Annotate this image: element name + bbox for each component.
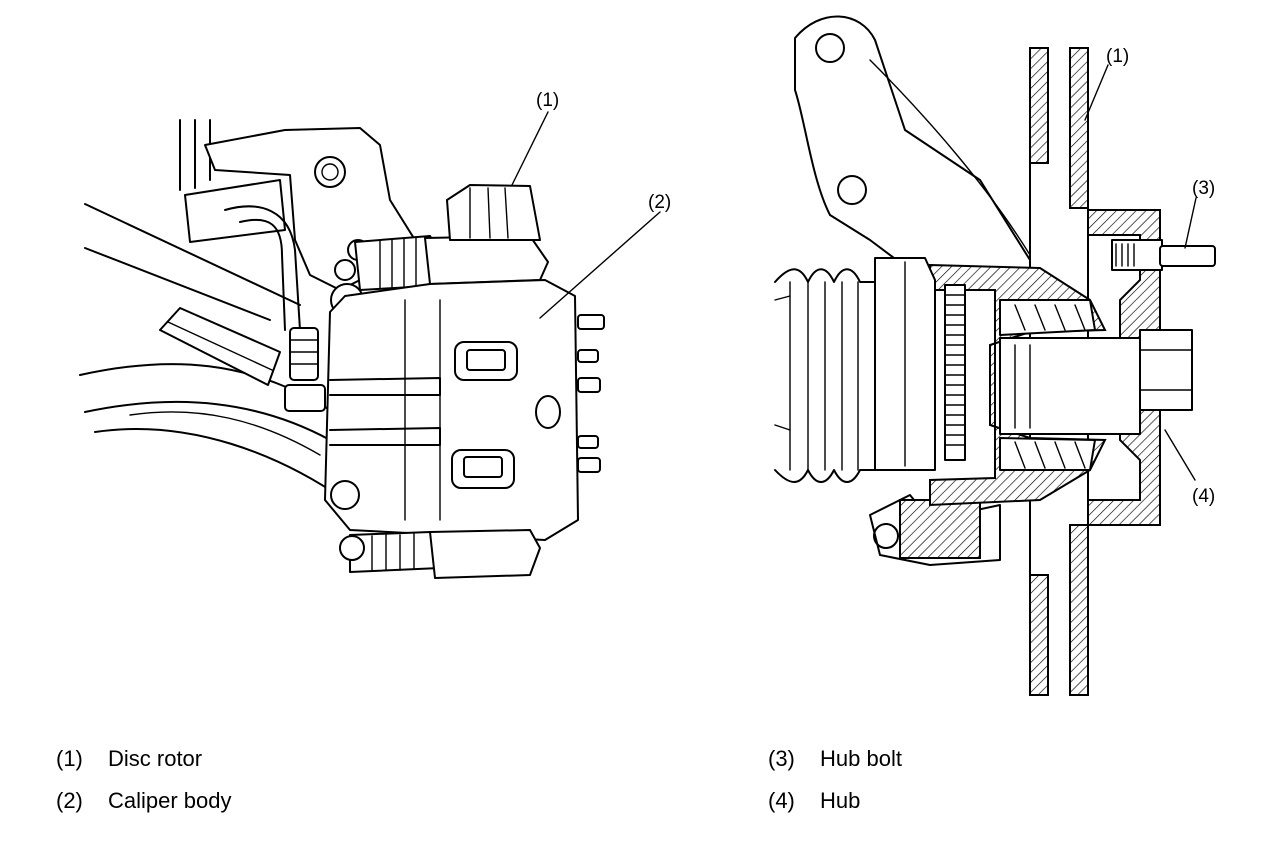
callout-left-1: (1) (536, 90, 559, 111)
legend-label: Caliper body (108, 788, 232, 813)
callout-left-2: (2) (648, 192, 671, 213)
callout-right-4: (4) (1192, 486, 1215, 507)
legend-number: (2) (56, 788, 83, 813)
callout-right-1: (1) (1106, 46, 1129, 67)
caliper-assembly-illustration: (1) (2) (79, 90, 671, 579)
brake-hub-diagram: (1) (2) (79, 15, 1216, 696)
legend-number: (3) (768, 746, 795, 771)
callout-right-3: (3) (1192, 178, 1215, 199)
legend-number: (1) (56, 746, 83, 771)
legend-label: Hub bolt (820, 746, 902, 771)
legend-label: Disc rotor (108, 746, 203, 771)
legend-label: Hub (820, 788, 861, 813)
hub-cross-section-illustration: (1) (3) (4) (774, 15, 1216, 696)
legend-number: (4) (768, 788, 795, 813)
